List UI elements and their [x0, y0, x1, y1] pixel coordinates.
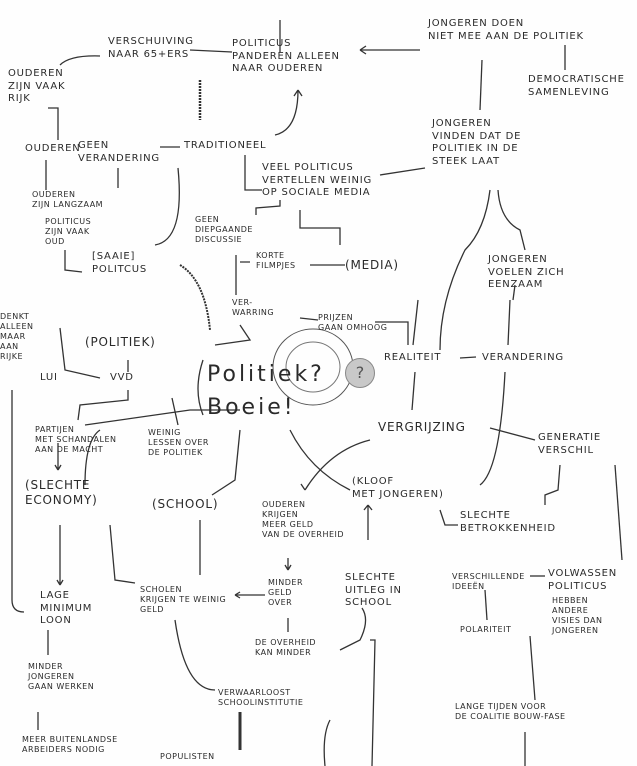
node-kloof: (Kloof met jongeren): [352, 476, 444, 500]
node-scholen-geld: Scholen krijgen te weinig geld: [140, 585, 227, 614]
node-verschuiving: Verschuiving naar 65+ers: [108, 36, 194, 60]
node-slechte-economy: (Slechte economy): [25, 478, 98, 507]
node-minder-jongeren: Minder jongeren gaan werken: [28, 662, 95, 691]
question-mark-icon: ?: [345, 358, 375, 388]
node-verschillende: Verschillende ideeën: [452, 572, 525, 591]
node-slechte-uitleg: Slechte uitleg in school: [345, 572, 402, 608]
node-buitenlandse: Meer buitenlandse arbeiders nodig: [22, 735, 118, 754]
node-veel-politicus: Veel politicus vertellen weinig op socia…: [262, 162, 373, 198]
node-media: (Media): [345, 258, 399, 272]
node-jongeren-vinden: Jongeren vinden dat de politiek in de st…: [432, 118, 522, 167]
node-lange-tijden: Lange tijden voor de coalitie bouw-fase: [455, 702, 566, 721]
node-verandering: Verandering: [482, 352, 564, 363]
node-polariteit: Polariteit: [460, 625, 512, 634]
node-generatie: Generatie verschil: [538, 432, 602, 456]
node-korte-filmpjes: Korte filmpjes: [256, 251, 296, 270]
node-partijen: Partijen met schandalen aan de macht: [35, 425, 117, 454]
node-lui: Lui: [40, 372, 58, 383]
node-volwassen: Volwassen politicus: [548, 568, 618, 592]
node-ouderen-geld: Ouderen krijgen meer geld van de overhei…: [262, 500, 345, 539]
node-prijzen: Prijzen gaan omhoog: [318, 313, 388, 332]
node-realiteit: Realiteit: [384, 352, 442, 363]
node-verwarring: Ver- warring: [232, 298, 275, 317]
node-overheid-minder: De overheid kan minder: [255, 638, 317, 657]
node-vergrijzing: Vergrijzing: [378, 420, 466, 434]
node-politiek: (Politiek): [85, 335, 156, 349]
node-democratische: Democratische samenleving: [528, 74, 625, 98]
node-weinig-lessen: Weinig lessen over de politiek: [148, 428, 209, 457]
node-populisten: Populisten: [160, 752, 215, 761]
node-ouderen-rijk: Ouderen zijn vaak rijk: [8, 68, 66, 104]
node-slechte-betrokkenheid: Slechte Betrokkenheid: [460, 510, 556, 534]
node-jongeren-eenzaam: Jongeren voelen zich eenzaam: [488, 254, 565, 290]
node-geen-discussie: Geen diepgaande discussie: [195, 215, 253, 244]
node-ouderen-langzaam: Ouderen zijn langzaam: [32, 190, 104, 209]
node-vvd: VVD: [110, 372, 134, 383]
node-denkt-rijke: Denkt alleen maar aan rijke: [0, 312, 34, 361]
node-verwaarloost: Verwaarloost schoolinstitutie: [218, 688, 304, 707]
node-minder-geld: Minder geld over: [268, 578, 304, 607]
node-saaie-politicus: [Saaie] Politcus: [92, 251, 147, 275]
node-geen-verandering: Geen verandering: [78, 140, 160, 164]
node-lage-loon: Lage minimum loon: [40, 590, 93, 626]
node-school: (School): [152, 497, 219, 511]
node-traditioneel: Traditioneel: [184, 140, 267, 151]
node-andere-visies: hebben andere visies dan jongeren: [552, 596, 603, 635]
node-ouderen: Ouderen: [25, 143, 81, 154]
node-politicus-oud: Politicus zijn vaak oud: [45, 217, 92, 246]
node-center-politiek-boeie: Politiek? Boeie!: [207, 362, 325, 420]
node-politicus-panderen: Politicus panderen alleen naar ouderen: [232, 38, 340, 74]
node-jongeren-doen: Jongeren doen niet mee aan de politiek: [428, 18, 584, 42]
